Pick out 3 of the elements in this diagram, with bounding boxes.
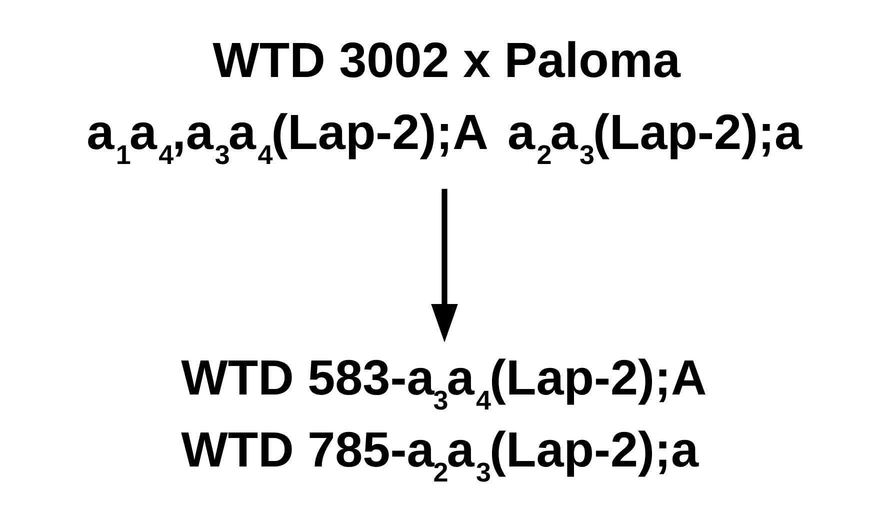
arrow: [430, 188, 458, 342]
node-text: WTD 3002 x Paloma a$_{1}$a$_{4}$,a$_{3}$a$_{4}$(Lap-2);A a$_{2}$a$_{3}$(Lap-2);a: [86, 33, 802, 170]
node-text: WTD 583-a$_{3}$a$_{4}$(Lap-2);A WTD 785-a$_{2}$a$_{3}$(Lap-2);a: [180, 350, 706, 488]
